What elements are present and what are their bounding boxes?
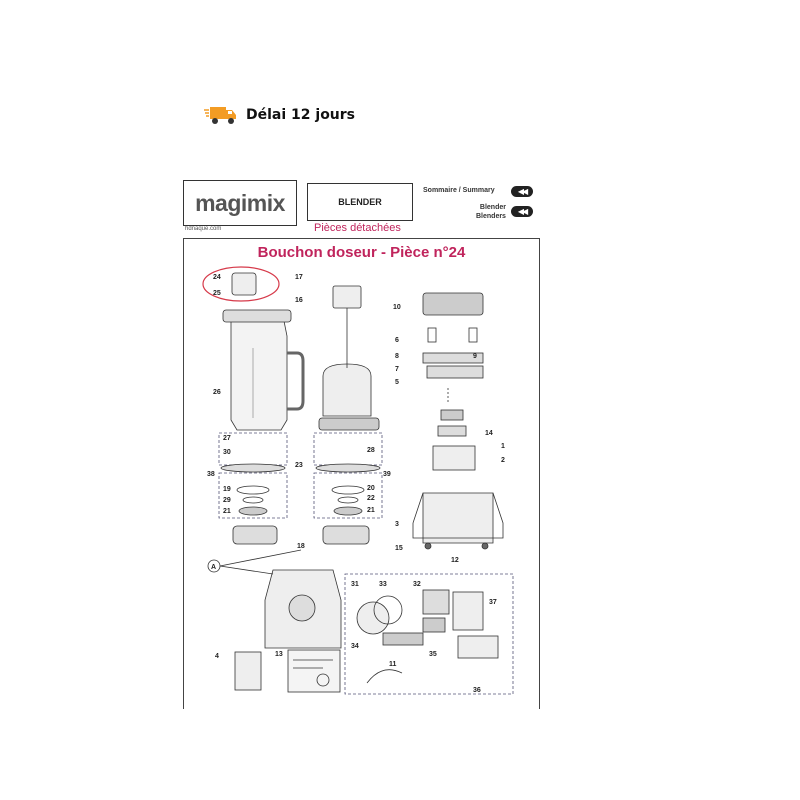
label-9: 9	[473, 353, 477, 360]
label-8: 8	[395, 353, 399, 360]
label-15: 15	[395, 545, 403, 552]
diagram-frame	[183, 238, 540, 709]
brand-logo: magimix	[183, 180, 297, 226]
model-name: BLENDER	[307, 183, 413, 221]
label-29: 29	[223, 497, 231, 504]
delivery-text: Délai 12 jours	[246, 107, 356, 123]
label-16: 16	[295, 297, 303, 304]
label-2: 2	[501, 457, 505, 464]
label-28: 28	[367, 447, 375, 454]
label-21b: 21	[367, 507, 375, 514]
nav-summary-label: Sommaire / Summary	[423, 187, 495, 194]
nav-blender-2: Blenders	[476, 213, 506, 220]
label-11: 11	[389, 661, 397, 668]
label-17: 17	[295, 274, 303, 281]
section-label: Pièces détachées	[314, 222, 401, 234]
label-19: 19	[223, 486, 231, 493]
label-35: 35	[429, 651, 437, 658]
measuring-cap	[231, 272, 257, 296]
rewind-icon[interactable]: ◀◀	[511, 186, 533, 197]
highlight-ellipse	[202, 266, 280, 302]
site-url: hdnaque.com	[185, 226, 222, 232]
label-A: A	[211, 564, 216, 571]
label-30: 30	[223, 449, 231, 456]
nav-blender-label: Blender Blenders	[476, 203, 506, 221]
diagram-title: Bouchon doseur - Pièce n°24	[257, 244, 466, 261]
blender-jar	[230, 315, 288, 431]
label-27: 27	[223, 435, 231, 442]
label-26: 26	[213, 389, 221, 396]
label-14: 14	[485, 430, 493, 437]
label-3: 3	[395, 521, 399, 528]
label-37: 37	[489, 599, 497, 606]
rewind-icon-2[interactable]: ◀◀	[511, 206, 533, 217]
label-31: 31	[351, 581, 359, 588]
delivery-truck-icon	[204, 107, 236, 124]
label-4: 4	[215, 653, 219, 660]
label-18: 18	[297, 543, 305, 550]
label-39: 39	[383, 471, 391, 478]
label-22: 22	[367, 495, 375, 502]
label-10: 10	[393, 304, 401, 311]
nav-blender-1: Blender	[479, 204, 506, 211]
label-12: 12	[451, 557, 459, 564]
label-25: 25	[213, 290, 221, 297]
label-13: 13	[275, 651, 283, 658]
brand-name: magimix	[195, 189, 285, 216]
label-34: 34	[351, 643, 359, 650]
label-7: 7	[395, 366, 399, 373]
delivery-info: Délai 12 jours	[204, 104, 355, 126]
label-6: 6	[395, 337, 399, 344]
label-1: 1	[501, 443, 505, 450]
exploded-diagram: 24 25 17 16 10 6 8 7 9 5 26 27 30 23 28 …	[202, 266, 514, 695]
label-38: 38	[207, 471, 215, 478]
label-23: 23	[295, 462, 303, 469]
label-36: 36	[473, 687, 481, 694]
label-21: 21	[223, 508, 231, 515]
label-20: 20	[367, 485, 375, 492]
label-32: 32	[413, 581, 421, 588]
label-24: 24	[213, 274, 221, 281]
parts-sheet: magimix hdnaque.com BLENDER Pièces détac…	[183, 178, 540, 709]
label-5: 5	[395, 379, 399, 386]
label-33: 33	[379, 581, 387, 588]
